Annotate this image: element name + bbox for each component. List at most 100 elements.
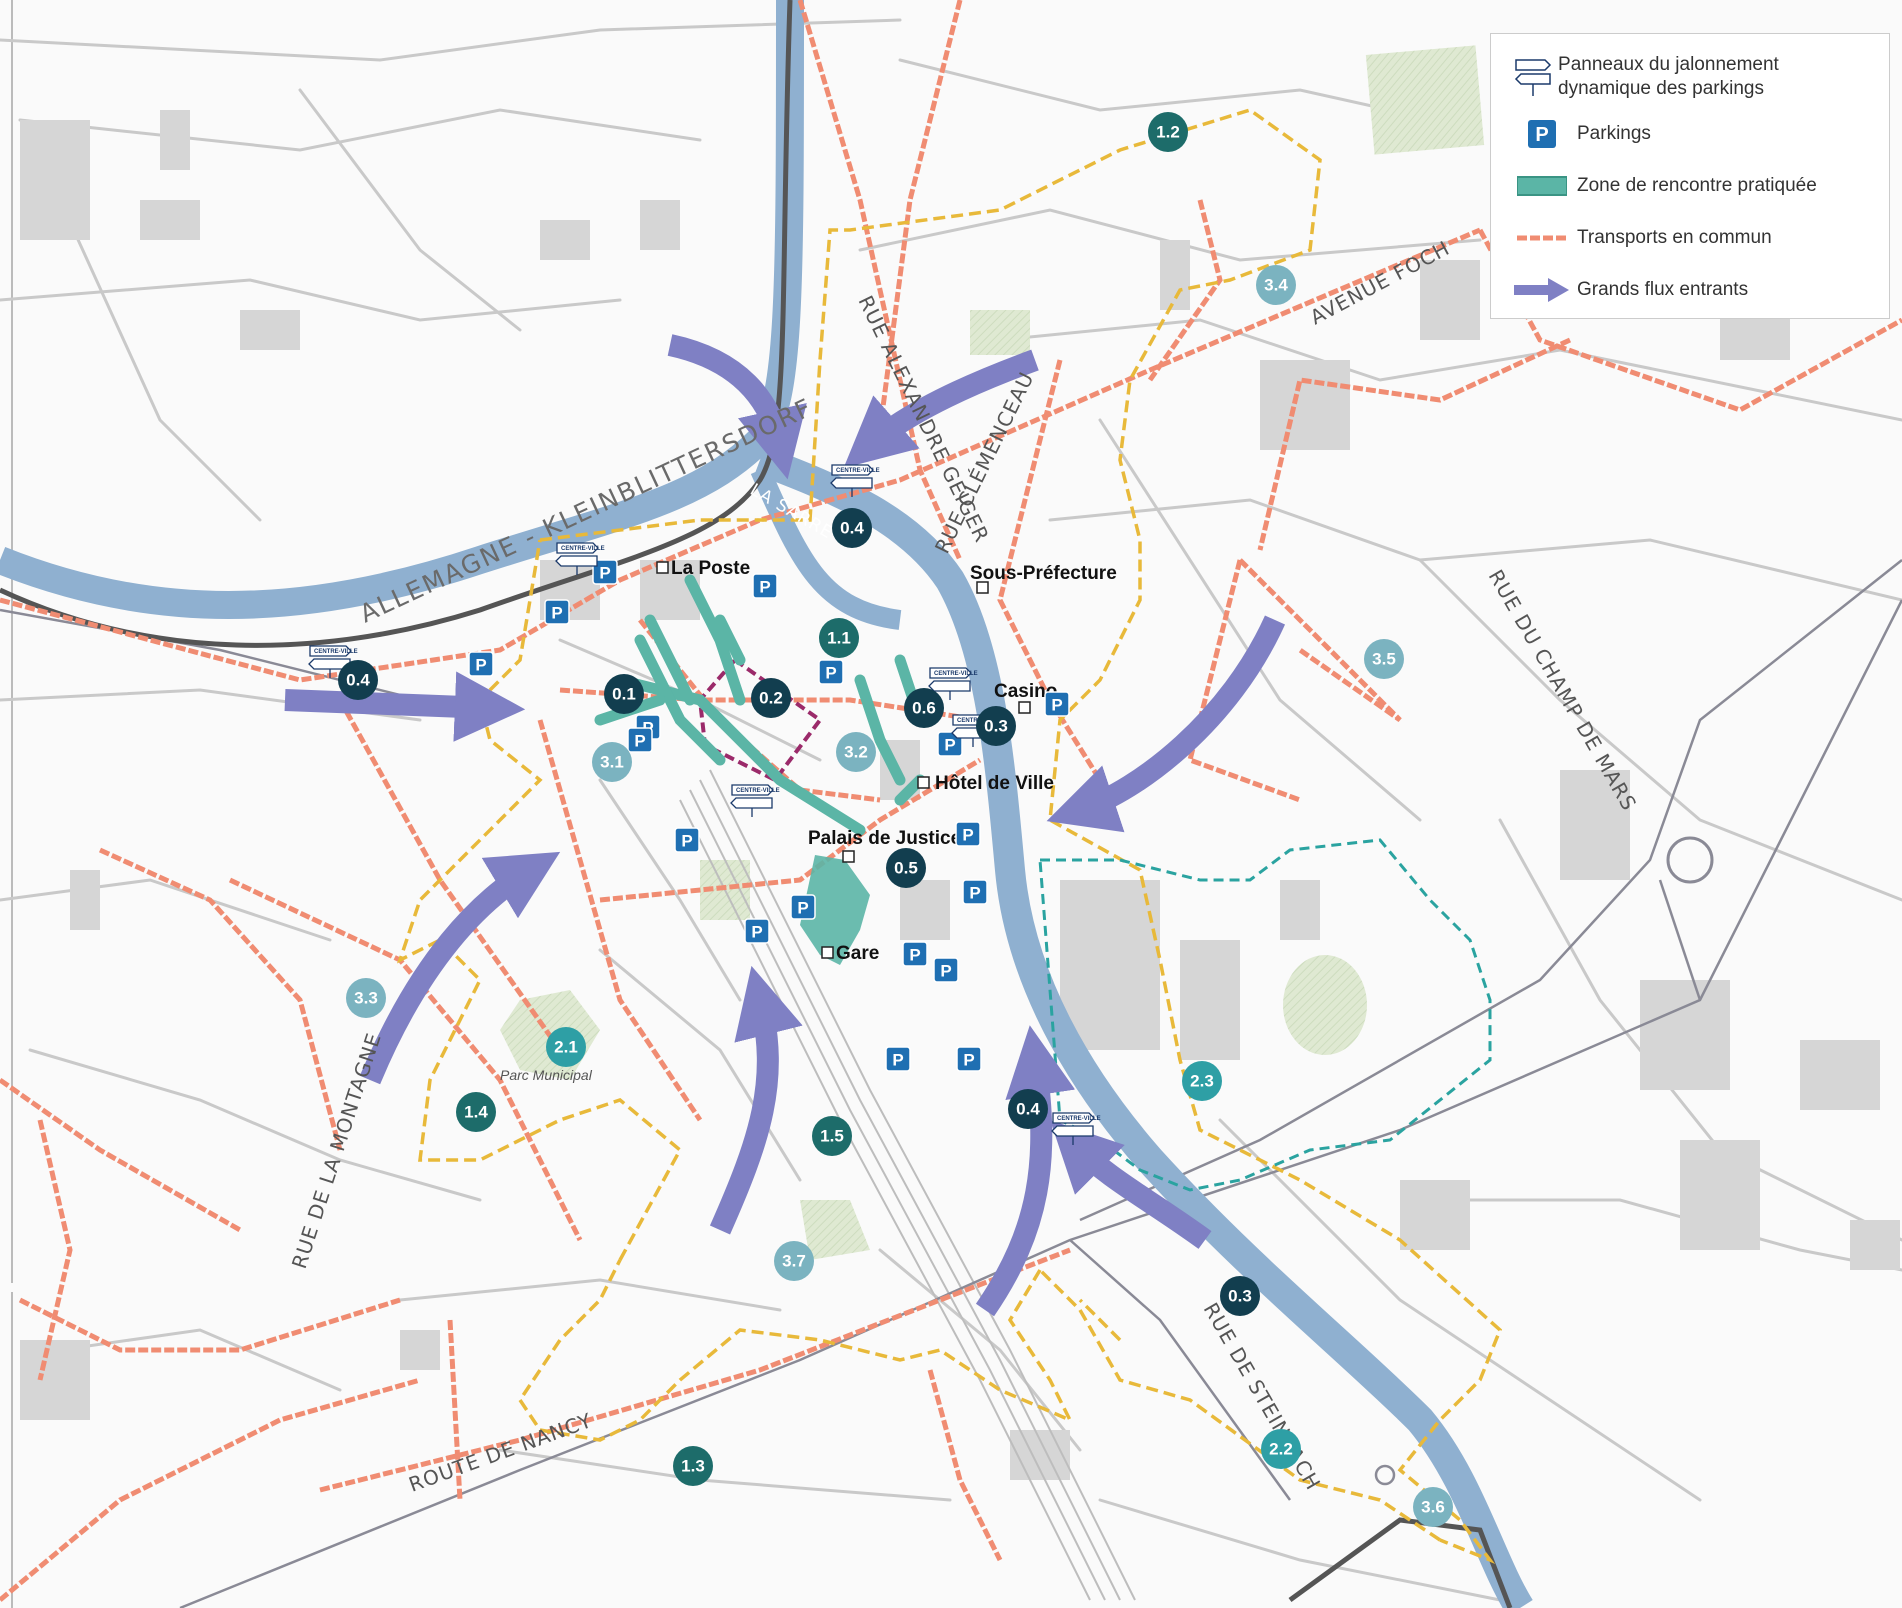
badge-label: 3.4	[1264, 276, 1288, 295]
badge-circle	[1364, 639, 1404, 679]
parking-letter: P	[963, 1051, 974, 1070]
place-hotel-de-ville: Hôtel de Ville	[935, 773, 1054, 794]
parking-icon: P	[955, 821, 981, 847]
badge-label: 0.1	[612, 685, 636, 704]
badge-circle	[751, 678, 791, 718]
national-border-line	[0, 0, 793, 648]
badge-label: 0.4	[840, 519, 864, 538]
parking-icon: P	[752, 573, 778, 599]
parking-letter: P	[962, 826, 973, 845]
inbound-flow-arrow-icon	[1050, 1120, 1212, 1249]
badge-label: 1.4	[464, 1103, 488, 1122]
parking-icon: P	[1528, 120, 1556, 148]
badge-label: 0.2	[759, 689, 783, 708]
badge-label: 0.4	[346, 671, 370, 690]
badge-label: 0.4	[1016, 1100, 1040, 1119]
badge-label: 2.2	[1269, 1440, 1293, 1459]
badge-label: 1.5	[820, 1127, 844, 1146]
parking-letter: P	[892, 1051, 903, 1070]
parking-icon: P	[937, 731, 963, 757]
project-badge: 3.5	[1364, 639, 1404, 679]
parking-icon: P	[818, 659, 844, 685]
sign-label: CENTRE-VILLE	[314, 649, 358, 655]
inbound-flow-arrow-icon	[709, 965, 803, 1235]
map-legend: Panneaux du jalonnement dynamique des pa…	[1490, 33, 1890, 319]
direction-sign-icon	[1514, 59, 1551, 96]
parking-letter: P	[909, 946, 920, 965]
badge-circle	[832, 508, 872, 548]
project-badge: 1.4	[456, 1092, 496, 1132]
parking-icon: P	[1044, 691, 1070, 717]
project-badge: 0.4	[1008, 1089, 1048, 1129]
parking-icon: P	[962, 879, 988, 905]
study-perimeter-yellow	[397, 108, 1503, 1564]
parking-letter: P	[475, 656, 486, 675]
project-badge: 0.2	[751, 678, 791, 718]
parking-letter: P	[599, 564, 610, 583]
legend-label: Zone de rencontre pratiquée	[1577, 175, 1817, 197]
sign-label: CENTRE-VILLE	[1057, 1116, 1101, 1122]
parking-icon: P	[592, 559, 618, 585]
building-blocks	[20, 110, 1900, 1480]
parking-letter: P	[751, 923, 762, 942]
direction-sign-icon: CENTRE-VILLE	[730, 784, 780, 817]
svg-text:P: P	[1535, 124, 1548, 146]
badge-label: 2.1	[554, 1038, 578, 1057]
inbound-flow-arrow-icon	[843, 349, 1039, 469]
project-badge: 2.1	[546, 1027, 586, 1067]
project-badge: 0.3	[1220, 1276, 1260, 1316]
meeting-zone-gare	[800, 855, 870, 965]
project-badge: 3.2	[836, 732, 876, 772]
project-badge: 0.4	[338, 660, 378, 700]
project-badge: 0.3	[976, 706, 1016, 746]
perimeter-zone-0-2	[697, 657, 823, 783]
badge-label: 3.1	[600, 753, 624, 772]
study-perimeter-teal	[1038, 838, 1492, 1192]
project-badge: 3.6	[1413, 1487, 1453, 1527]
parking-letter: P	[634, 732, 645, 751]
badge-circle	[774, 1241, 814, 1281]
badge-circle	[546, 1027, 586, 1067]
railway-tracks	[679, 769, 1136, 1601]
badge-label: 1.2	[1156, 123, 1180, 142]
roundabout	[1666, 836, 1714, 884]
parking-icon: P	[956, 1046, 982, 1072]
badge-label: 0.3	[984, 717, 1008, 736]
parking-letter: P	[1051, 696, 1062, 715]
badge-circle	[819, 618, 859, 658]
badge-circle	[836, 732, 876, 772]
parking-icons: PPPPPPPPPPPPPPPPPP	[468, 559, 1070, 1072]
parking-icon: P	[885, 1046, 911, 1072]
project-badge: 1.5	[812, 1116, 852, 1156]
badge-circle	[886, 848, 926, 888]
direction-sign-icon: CENTRE-VILLE	[308, 645, 358, 678]
parking-icon: P	[627, 727, 653, 753]
inbound-flow-arrow-icon	[359, 851, 561, 1085]
direction-sign-icon: CENTRE-VILLE	[928, 667, 978, 700]
legend-item-flows: Grands flux entrants	[1507, 264, 1873, 316]
legend-label: Parkings	[1577, 123, 1651, 145]
legend-item-meeting-zone: Zone de rencontre pratiquée	[1507, 160, 1873, 212]
badge-circle	[812, 1116, 852, 1156]
project-badge: 3.7	[774, 1241, 814, 1281]
place-sous-prefecture: Sous-Préfecture	[970, 563, 1117, 584]
place-gare: Gare	[836, 943, 879, 964]
badge-label: 3.6	[1421, 1498, 1445, 1517]
project-badge: 3.1	[592, 742, 632, 782]
sign-label: CENTRE-VILLE	[934, 671, 978, 677]
parking-guidance-signs: CENTRE-VILLE CENTRE-VILLE CENTRE-VILLE CENT…	[308, 464, 1101, 1145]
badge-label: 1.3	[681, 1457, 705, 1476]
badge-circle	[1413, 1487, 1453, 1527]
inbound-flow-arrow-icon	[1046, 615, 1286, 833]
sign-label: CENTRE-VILLE	[736, 788, 780, 794]
project-badge: 3.3	[346, 978, 386, 1018]
sign-label: CENTRE-VILLE	[561, 546, 605, 552]
legend-item-parkings: P Parkings	[1507, 108, 1873, 160]
legend-label: Panneaux du jalonnement dynamique des pa…	[1558, 54, 1779, 99]
parking-letter: P	[940, 962, 951, 981]
project-badge: 0.6	[904, 688, 944, 728]
project-badge: 0.5	[886, 848, 926, 888]
badge-label: 0.3	[1228, 1287, 1252, 1306]
badge-circle	[1182, 1061, 1222, 1101]
